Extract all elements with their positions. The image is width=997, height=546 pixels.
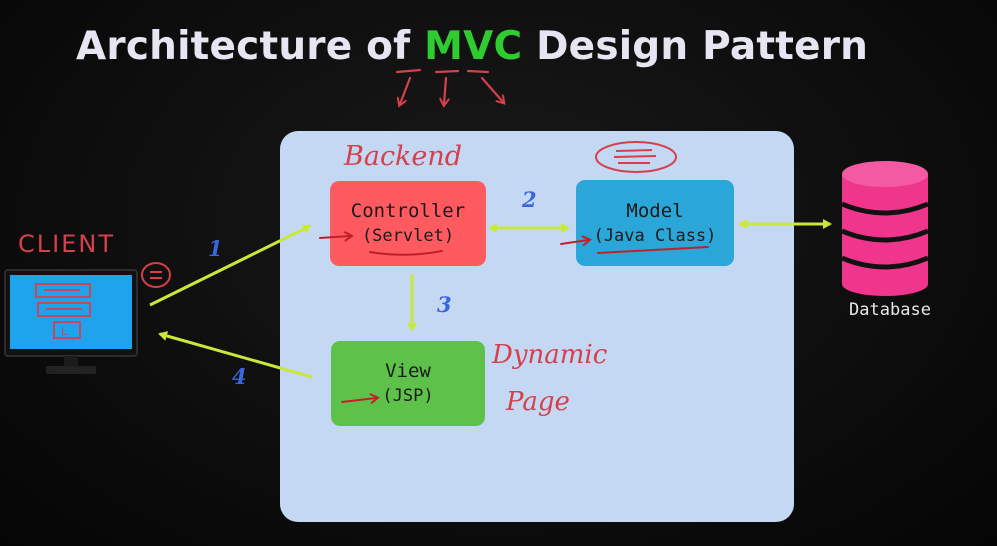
title-prefix: Architecture of bbox=[76, 24, 425, 69]
step-3-label: 3 bbox=[437, 292, 452, 317]
controller-box: Controller (Servlet) bbox=[330, 181, 486, 266]
step-2-label: 2 bbox=[522, 187, 537, 212]
view-name: View bbox=[385, 360, 431, 382]
dynamic-annotation: Dynamic bbox=[492, 340, 608, 370]
computer-monitor-icon: L bbox=[4, 269, 138, 374]
backend-annotation: Backend bbox=[344, 141, 463, 172]
svg-text:L: L bbox=[61, 325, 68, 338]
page-annotation: Page bbox=[506, 387, 570, 417]
step-1-label: 1 bbox=[208, 236, 223, 261]
arrow-client-to-controller bbox=[149, 224, 312, 307]
database-label: Database bbox=[849, 300, 931, 320]
controller-sub: (Servlet) bbox=[361, 226, 455, 246]
page-title: Architecture of MVC Design Pattern bbox=[76, 24, 868, 69]
model-name: Model bbox=[626, 200, 684, 222]
model-box: Model (Java Class) bbox=[576, 180, 734, 266]
step-4-label: 4 bbox=[232, 364, 247, 389]
class-sketch-icon bbox=[595, 141, 677, 173]
view-sub: (JSP) bbox=[382, 386, 434, 406]
title-suffix: Design Pattern bbox=[522, 24, 869, 69]
database-cylinder-icon bbox=[841, 161, 929, 296]
view-box: View (JSP) bbox=[331, 341, 485, 426]
client-annotation: CLIENT bbox=[18, 230, 115, 258]
mvc-annotation-marks bbox=[395, 68, 503, 104]
controller-name: Controller bbox=[350, 200, 466, 222]
model-sub: (Java Class) bbox=[593, 226, 717, 246]
server-sketch-icon bbox=[141, 262, 171, 288]
title-highlight-mvc: MVC bbox=[424, 24, 523, 69]
arrow-view-to-client bbox=[158, 331, 313, 379]
